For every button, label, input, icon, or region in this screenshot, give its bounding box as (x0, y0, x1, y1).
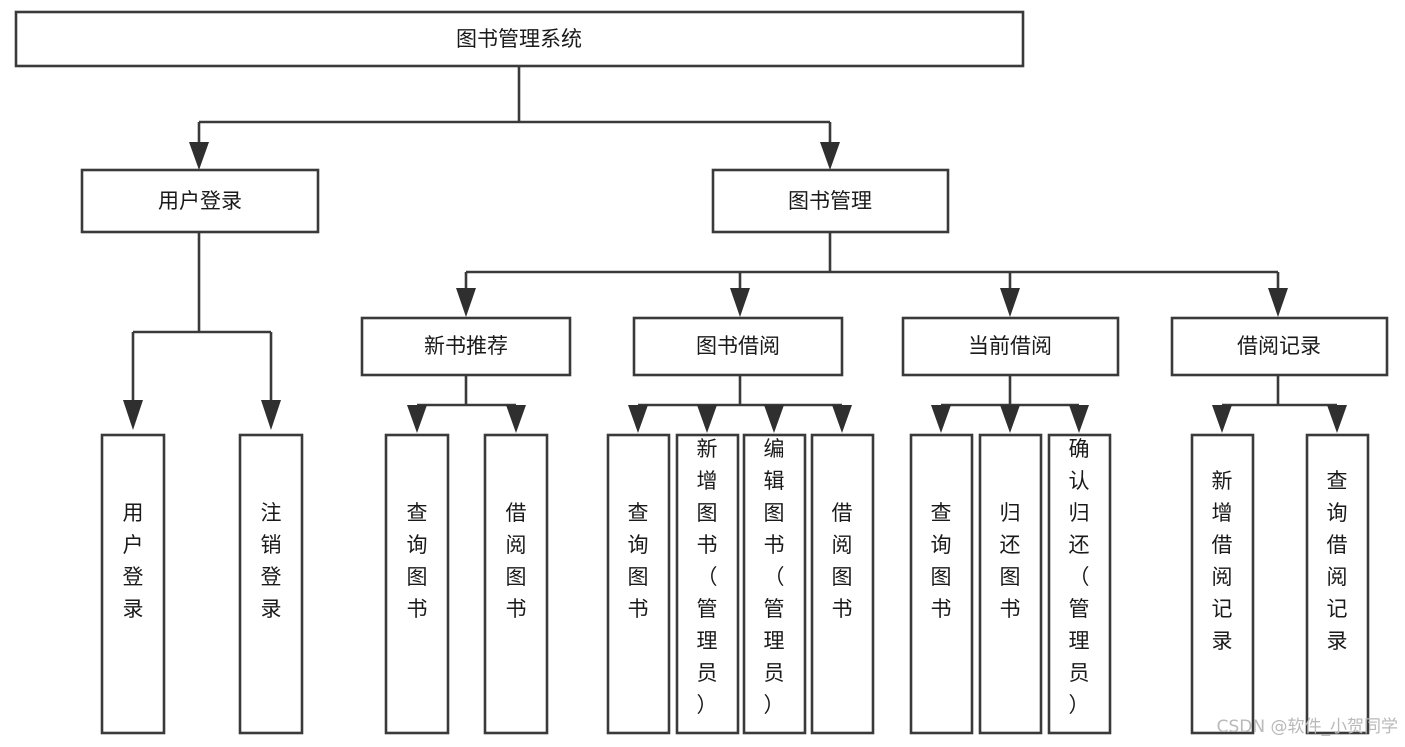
leaf-label: 确认归还（管理员） (1069, 437, 1090, 717)
leaf-label: 编辑图书（管理员） (764, 437, 785, 717)
arrow-head-icon (628, 405, 648, 433)
arrow-head-icon (407, 405, 427, 433)
leaf-label: 查询图书 (407, 501, 428, 621)
node-current-borrow[interactable]: 当前借阅 (901, 316, 1120, 377)
arrow-head-icon (506, 405, 526, 433)
leaf-node[interactable]: 查询图书 (606, 433, 671, 735)
leaf-label: 注销登录 (261, 501, 282, 621)
arrow-head-icon (1268, 288, 1288, 317)
node-root-label: 图书管理系统 (456, 27, 582, 51)
leaf-node[interactable]: 查询图书 (909, 433, 974, 735)
leaf-box[interactable] (675, 433, 740, 735)
arrow-head-icon (1327, 405, 1347, 433)
arrow-head-icon (123, 400, 143, 430)
leaf-label: 归还图书 (1000, 501, 1021, 621)
arrow-head-icon (1000, 405, 1020, 433)
arrow-head-icon (730, 288, 750, 317)
leaf-node[interactable]: 编辑图书（管理员） (742, 433, 807, 735)
node-borrow-records-box[interactable] (1170, 316, 1389, 377)
leaf-box[interactable] (1305, 433, 1370, 735)
arrow-head-icon (1000, 288, 1020, 317)
leaf-node[interactable]: 确认归还（管理员） (1047, 433, 1112, 735)
arrow-head-icon (456, 288, 476, 317)
node-borrow-records[interactable]: 借阅记录 (1170, 316, 1389, 377)
arrow-head-icon (697, 405, 717, 433)
leaf-box[interactable] (606, 433, 671, 735)
arrow-head-icon (820, 142, 840, 170)
leaf-label: 借阅图书 (832, 501, 853, 621)
leaf-label: 借阅图书 (506, 501, 527, 621)
node-book-borrow-box[interactable] (632, 316, 844, 377)
node-book-management[interactable]: 图书管理 (711, 168, 950, 234)
leaf-node[interactable]: 借阅图书 (483, 433, 549, 735)
node-new-book-recommend-box[interactable] (360, 316, 572, 377)
node-borrow-records-label: 借阅记录 (1237, 334, 1321, 358)
leaf-label: 查询图书 (628, 501, 649, 621)
leaf-box[interactable] (810, 433, 875, 735)
node-book-management-label: 图书管理 (788, 189, 872, 213)
node-new-book-recommend[interactable]: 新书推荐 (360, 316, 572, 377)
arrow-head-icon (1212, 405, 1232, 433)
node-current-borrow-label: 当前借阅 (968, 334, 1052, 358)
node-user-login[interactable]: 用户登录 (80, 168, 320, 234)
leaf-box[interactable] (1190, 433, 1255, 735)
node-user-login-box[interactable] (80, 168, 320, 234)
arrow-head-icon (261, 400, 281, 430)
node-book-borrow-label: 图书借阅 (696, 334, 780, 358)
leaf-box[interactable] (1047, 433, 1112, 735)
leaf-box[interactable] (100, 433, 166, 735)
leaf-node[interactable]: 归还图书 (978, 433, 1043, 735)
leaf-node[interactable]: 查询借阅记录 (1305, 433, 1370, 735)
leaf-box[interactable] (742, 433, 807, 735)
arrow-head-icon (1069, 405, 1089, 433)
leaf-label: 新增图书（管理员） (697, 437, 718, 717)
arrow-head-icon (832, 405, 852, 433)
leaf-label: 查询图书 (931, 501, 952, 621)
node-book-borrow[interactable]: 图书借阅 (632, 316, 844, 377)
leaf-node[interactable]: 新增借阅记录 (1190, 433, 1255, 735)
node-root[interactable]: 图书管理系统 (14, 10, 1025, 68)
leaf-box[interactable] (384, 433, 450, 735)
leaf-label: 用户登录 (123, 501, 144, 621)
leaf-node[interactable]: 查询图书 (384, 433, 450, 735)
leaf-box[interactable] (978, 433, 1043, 735)
arrow-head-icon (931, 405, 951, 433)
leaf-node[interactable]: 注销登录 (238, 433, 304, 735)
watermark: CSDN @软件_小贺同学 (1217, 717, 1398, 737)
leaf-label: 查询借阅记录 (1327, 469, 1348, 653)
leaf-box[interactable] (483, 433, 549, 735)
leaf-node[interactable]: 借阅图书 (810, 433, 875, 735)
node-new-book-recommend-label: 新书推荐 (424, 334, 508, 358)
leaf-box[interactable] (909, 433, 974, 735)
leaf-box[interactable] (238, 433, 304, 735)
leaf-node[interactable]: 新增图书（管理员） (675, 433, 740, 735)
node-user-login-label: 用户登录 (158, 189, 242, 213)
leaf-label: 新增借阅记录 (1212, 469, 1233, 653)
node-book-management-box[interactable] (711, 168, 950, 234)
node-root-box[interactable] (14, 10, 1025, 68)
arrow-head-icon (189, 142, 209, 170)
node-current-borrow-box[interactable] (901, 316, 1120, 377)
connector-layer (123, 66, 1347, 433)
leaf-node[interactable]: 用户登录 (100, 433, 166, 735)
arrow-head-icon (764, 405, 784, 433)
